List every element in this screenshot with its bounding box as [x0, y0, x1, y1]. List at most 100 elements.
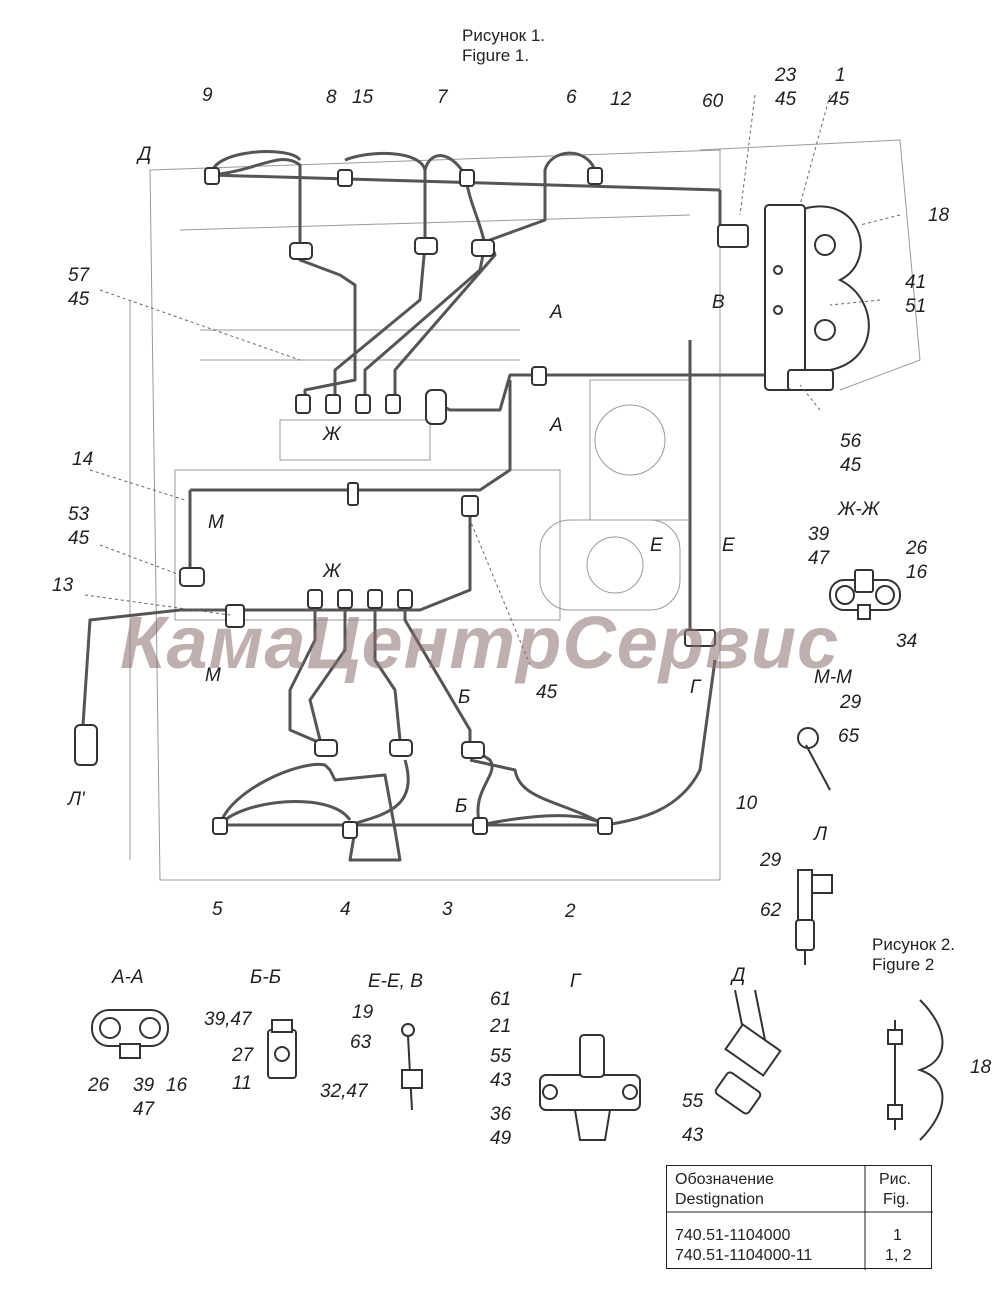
callout-57: 57 [68, 265, 90, 286]
zhzh-16: 16 [906, 562, 928, 583]
watermark-text: КамаЦентрСервис [120, 601, 840, 684]
section-letter-a2: А [550, 415, 563, 436]
callout-10: 10 [736, 793, 758, 814]
section-letter-m1: М [208, 512, 224, 533]
mm-65: 65 [838, 726, 860, 747]
table-row-1-designation: 740.51-1104000 [675, 1227, 791, 1244]
pump-outlet-4 [385, 394, 401, 414]
callout-41: 41 [905, 272, 927, 293]
g-49: 49 [490, 1128, 512, 1149]
table-grid [667, 1166, 933, 1270]
d-43: 43 [682, 1125, 704, 1146]
zhzh-47: 47 [808, 548, 830, 569]
zhzh-39: 39 [808, 524, 830, 545]
g-36: 36 [490, 1104, 512, 1125]
section-letter-b2: Б [455, 796, 468, 817]
aa-47: 47 [133, 1099, 155, 1120]
title-d: Д [732, 965, 746, 986]
designation-table: Обозначение Destignation Рис. Fig. 740.5… [666, 1165, 933, 1270]
aa-16: 16 [166, 1075, 188, 1096]
ee-19: 19 [352, 1002, 374, 1023]
aa-26: 26 [88, 1075, 110, 1096]
section-letter-zh1: Ж [323, 424, 341, 445]
title-bb: Б-Б [250, 967, 282, 988]
d-55: 55 [682, 1091, 704, 1112]
clamp-upper-2 [414, 237, 438, 255]
fitting-9 [204, 167, 220, 185]
detail-g [539, 1034, 641, 1141]
table-row-1-fig: 1 [893, 1227, 902, 1244]
callout-45-c: 45 [68, 289, 90, 310]
section-letter-v: В [712, 292, 725, 313]
fitting-6 [587, 167, 603, 185]
fitting-53 [179, 567, 205, 587]
detail-l [795, 869, 833, 965]
fig2-18: 18 [970, 1057, 992, 1078]
g-55: 55 [490, 1046, 512, 1067]
section-letter-l1: Л' [68, 789, 85, 810]
aa-39: 39 [133, 1075, 155, 1096]
callout-45-e: 45 [68, 528, 90, 549]
section-letter-d: Д [138, 144, 152, 165]
bb-11: 11 [232, 1073, 252, 1094]
callout-6: 6 [566, 87, 577, 108]
lower-fuel-pipes [218, 600, 717, 862]
figure2-caption-ru: Рисунок 2. [872, 935, 956, 954]
pump-outlet-5 [307, 589, 323, 609]
detail-fig2 [887, 999, 944, 1141]
pump-outlet-8 [397, 589, 413, 609]
l-62: 62 [760, 900, 782, 921]
pump-outlet-1 [295, 394, 311, 414]
callout-56: 56 [840, 431, 862, 452]
detail-zhzh [829, 569, 901, 620]
detail-d [714, 989, 782, 1115]
fitting-4 [342, 821, 358, 839]
tee-fitting [461, 495, 479, 517]
g-43: 43 [490, 1070, 512, 1091]
fitting-3 [472, 817, 488, 835]
table-header-designation-en: Destignation [675, 1191, 764, 1208]
section-letter-g: Г [690, 677, 701, 698]
clamp-m [225, 604, 245, 628]
title-aa: А-А [112, 967, 144, 988]
callout-45-d: 45 [840, 455, 862, 476]
pump-outlet-3 [355, 394, 371, 414]
filter-assembly [717, 204, 870, 391]
figure1-caption-ru: Рисунок 1. [462, 26, 546, 45]
detail-bb [267, 1019, 297, 1079]
bb-39-47: 39,47 [204, 1009, 252, 1030]
clamp-upper-1 [289, 242, 313, 260]
injector-fittings [74, 167, 716, 839]
callout-14: 14 [72, 449, 94, 470]
detail-mm [797, 727, 831, 791]
l-29: 29 [760, 850, 782, 871]
callout-23: 23 [775, 65, 797, 86]
callout-5: 5 [212, 899, 223, 920]
clamp-lower-2 [389, 739, 413, 757]
callout-4: 4 [340, 899, 351, 920]
figure1-caption-en: Figure 1. [462, 46, 530, 65]
fitting-valve [425, 389, 447, 425]
callout-53: 53 [68, 504, 90, 525]
g-21: 21 [490, 1016, 512, 1037]
section-letter-m2: М [205, 665, 221, 686]
clamp-a [531, 366, 547, 386]
title-l: Л [814, 824, 828, 845]
section-letter-e2: Е [722, 535, 735, 556]
callout-1: 1 [835, 65, 846, 86]
figure1-caption: Рисунок 1. Figure 1. [462, 26, 545, 66]
title-eev: Е-Е, В [368, 971, 423, 992]
callout-3: 3 [442, 899, 453, 920]
callout-7: 7 [437, 87, 448, 108]
detail-aa [91, 1009, 169, 1059]
table-header-fig-ru: Рис. [879, 1171, 912, 1188]
section-letter-zh2: Ж [323, 561, 341, 582]
callout-12: 12 [610, 89, 632, 110]
pump-outlet-2 [325, 394, 341, 414]
callout-45-top-a: 45 [775, 89, 797, 110]
clamp-lower-1 [314, 739, 338, 757]
fitting-7 [459, 169, 475, 187]
callout-45-f: 45 [536, 682, 558, 703]
